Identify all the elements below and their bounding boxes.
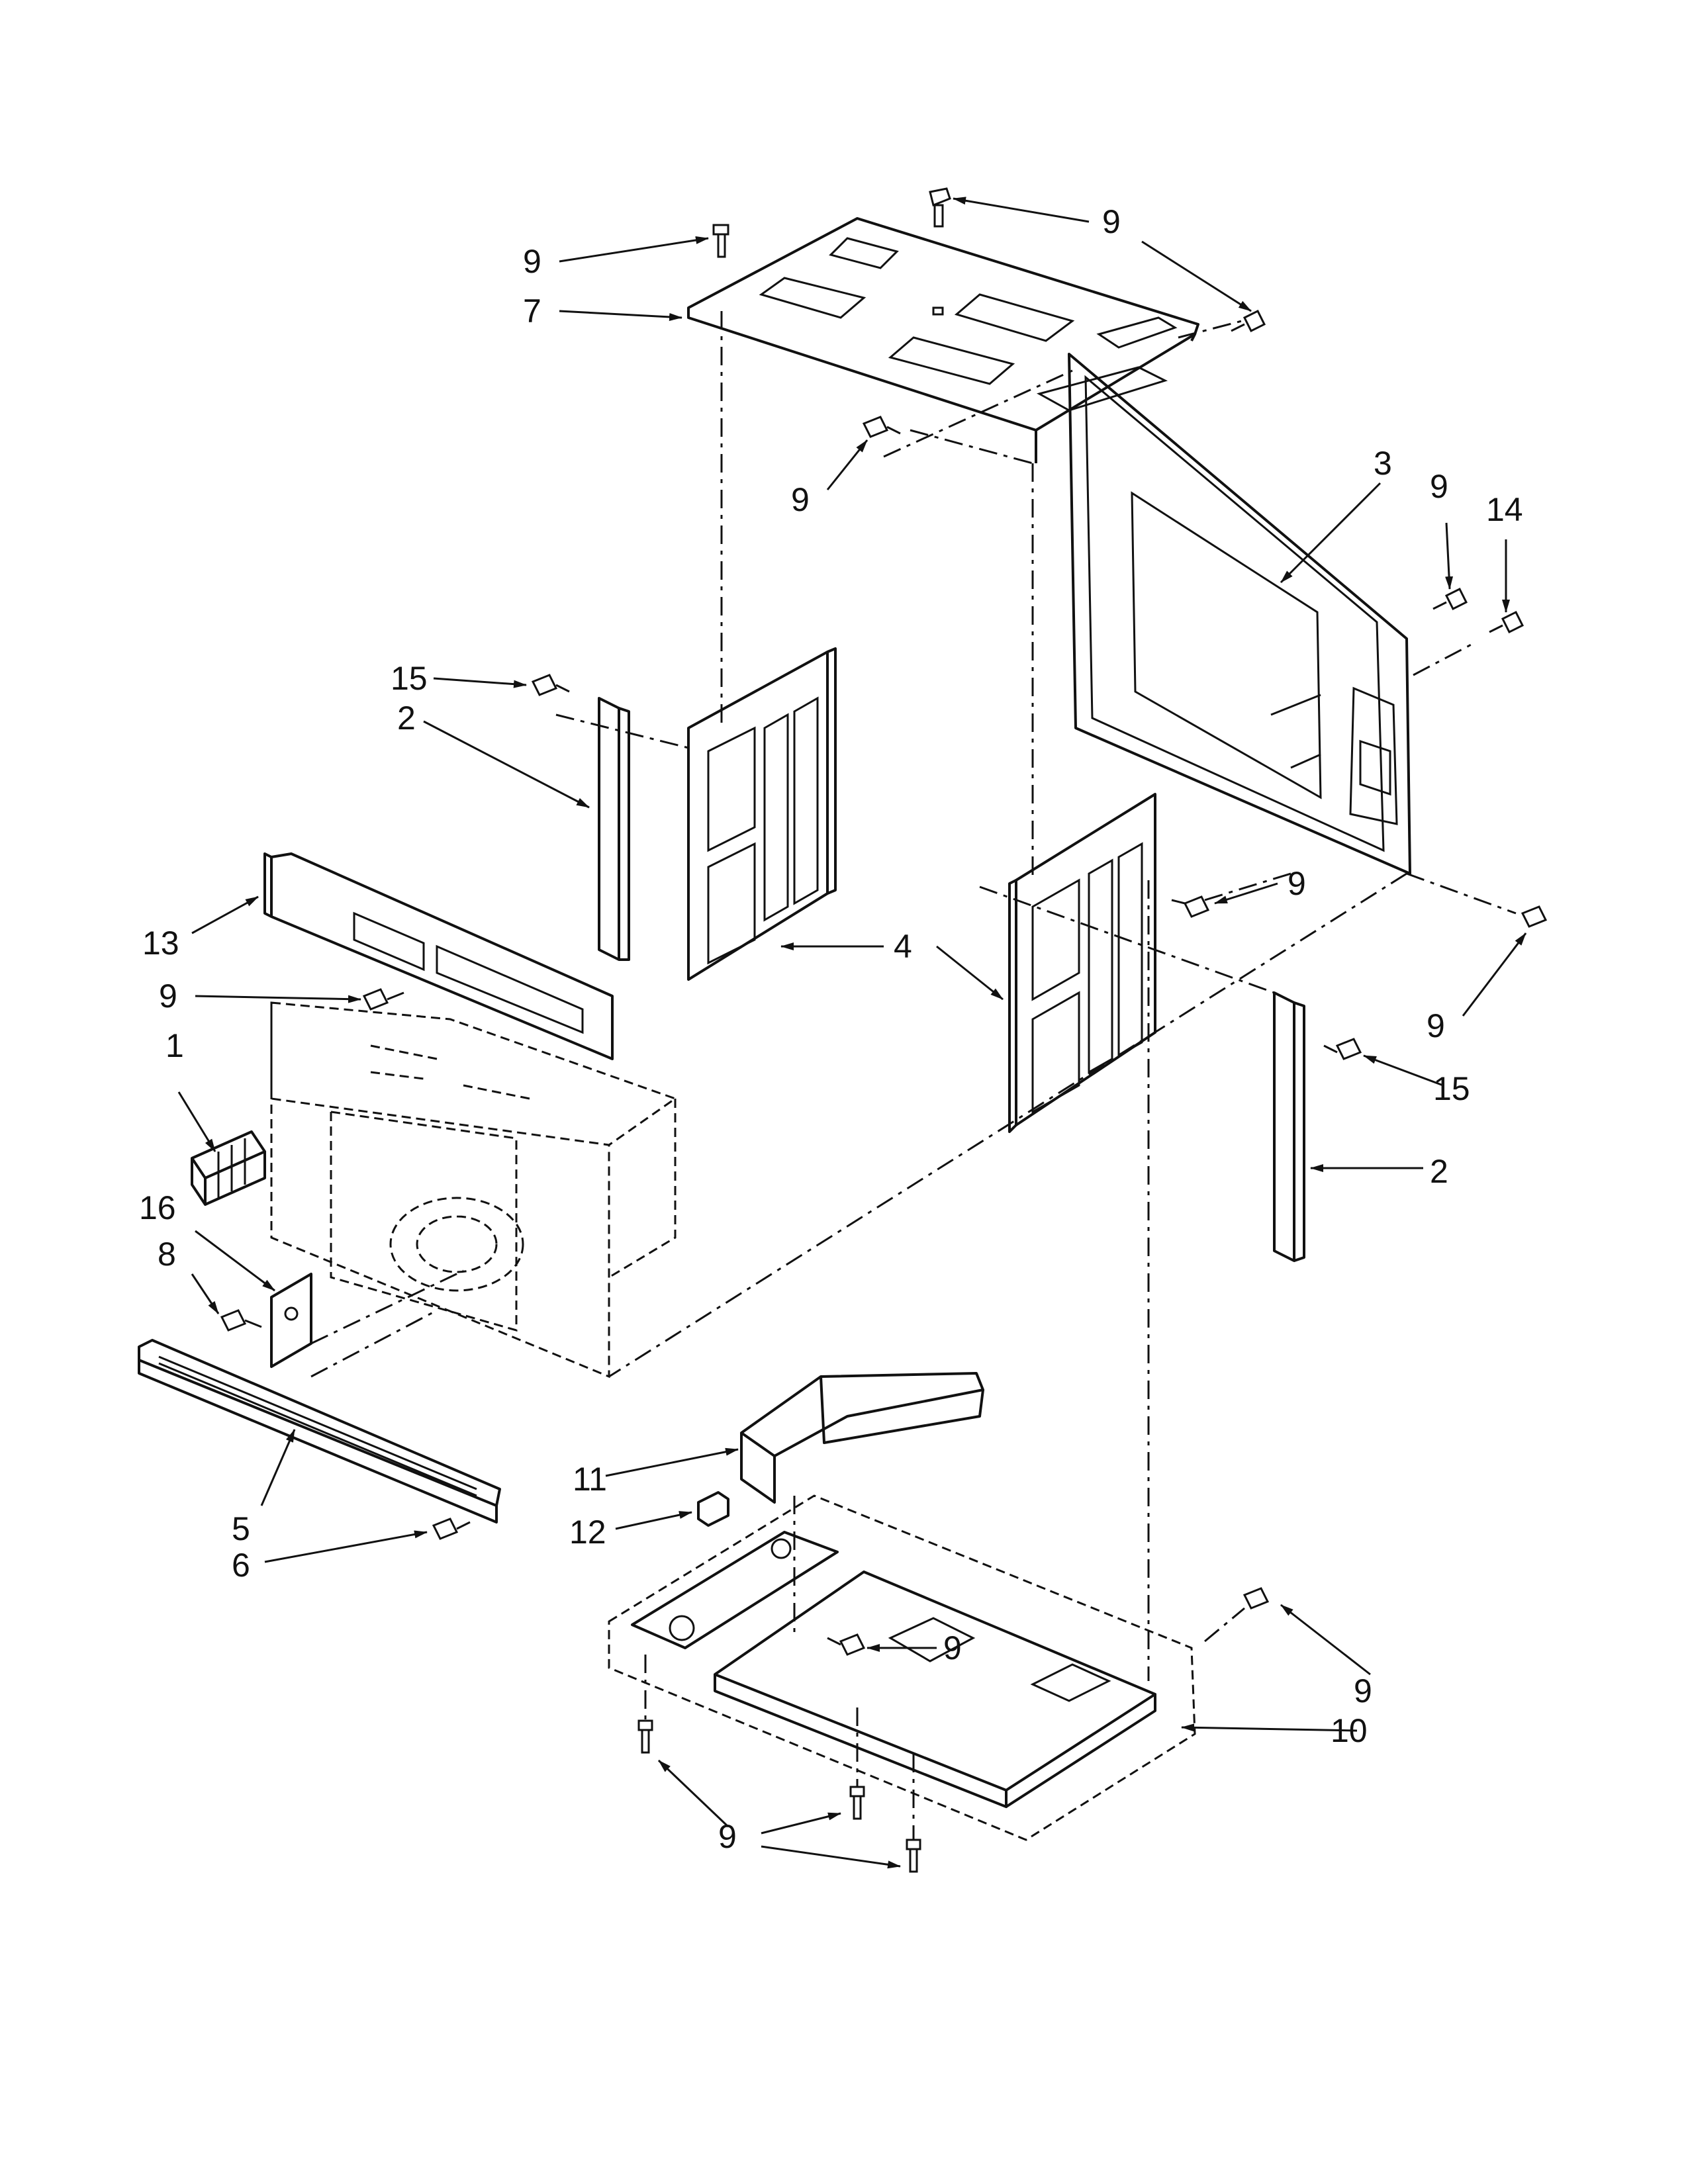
screw-9-side-right (1171, 895, 1210, 918)
screw-14-rear-right (1489, 610, 1524, 634)
alignment-lines (310, 311, 1517, 1840)
callout-9-top-center: 9 (1102, 203, 1121, 240)
screw-9-base-mid (849, 1786, 865, 1820)
callout-5: 5 (232, 1510, 250, 1547)
callout-9-rear-right: 9 (1430, 468, 1448, 505)
vertical-bracket-left-part-2 (598, 697, 630, 961)
screw-9-base-right (1243, 1587, 1270, 1610)
screw-9-base-left (637, 1719, 653, 1754)
callout-13: 13 (142, 925, 179, 962)
callout-9-channel: 9 (159, 978, 177, 1015)
callout-9-base-center: 9 (943, 1629, 962, 1666)
leader-lines (177, 197, 1527, 1869)
screw-9-channel (362, 988, 404, 1011)
upper-front-channel-part-13 (263, 852, 614, 1060)
callout-1: 1 (165, 1027, 184, 1064)
callout-8: 8 (158, 1236, 176, 1273)
clip-part-12 (697, 1491, 729, 1527)
screw-9-left-rear (862, 416, 901, 438)
callout-2-left: 2 (397, 700, 416, 737)
side-panel-right-part-4 (1008, 793, 1156, 1133)
terminal-block-part-1 (191, 1130, 266, 1206)
oven-cavity-ghost (270, 1001, 678, 1379)
callout-15-left: 15 (391, 660, 428, 697)
callout-16: 16 (139, 1189, 176, 1226)
screw-9-rear-right (1432, 587, 1468, 611)
callout-2-right: 2 (1430, 1153, 1448, 1190)
screw-9-far-right (1521, 905, 1548, 928)
side-panel-left-part-4 (687, 647, 837, 981)
callout-14: 14 (1486, 491, 1523, 528)
callout-9-side-right: 9 (1288, 865, 1306, 902)
callout-11: 11 (573, 1461, 607, 1498)
callout-9-base-right: 9 (1354, 1672, 1372, 1709)
callout-9-base-bottom: 9 (718, 1818, 737, 1855)
callout-10: 10 (1331, 1712, 1368, 1749)
callout-9-left-rear: 9 (791, 481, 810, 518)
callout-9-top-left: 9 (523, 243, 541, 280)
screw-9-top-right (1231, 309, 1266, 333)
screws (220, 187, 1548, 1873)
callout-3: 3 (1374, 445, 1392, 482)
top-panel-part-7 (687, 217, 1199, 463)
screw-9-top-left (712, 224, 729, 258)
callout-4: 4 (894, 928, 912, 965)
callout-12: 12 (569, 1514, 606, 1551)
screw-6 (432, 1518, 471, 1540)
vertical-bracket-right-part-2 (1273, 991, 1305, 1262)
rear-panel-part-3 (1068, 353, 1411, 875)
screw-8 (220, 1309, 262, 1332)
screw-9-base-low (906, 1839, 921, 1873)
screw-9-base-center (827, 1633, 866, 1656)
callout-15-right: 15 (1433, 1070, 1470, 1107)
lower-front-trim-part-5 (138, 1339, 501, 1524)
screw-9-top-center (929, 187, 951, 228)
callout-7: 7 (523, 293, 541, 330)
callout-6: 6 (232, 1547, 250, 1584)
duct-bracket-part-11 (740, 1372, 984, 1504)
small-plate-part-16 (270, 1273, 312, 1368)
base-assembly-part-10 (608, 1494, 1196, 1841)
screw-15-right (1323, 1038, 1362, 1060)
screw-15-left (531, 674, 570, 696)
callout-9-far-right: 9 (1427, 1007, 1445, 1044)
